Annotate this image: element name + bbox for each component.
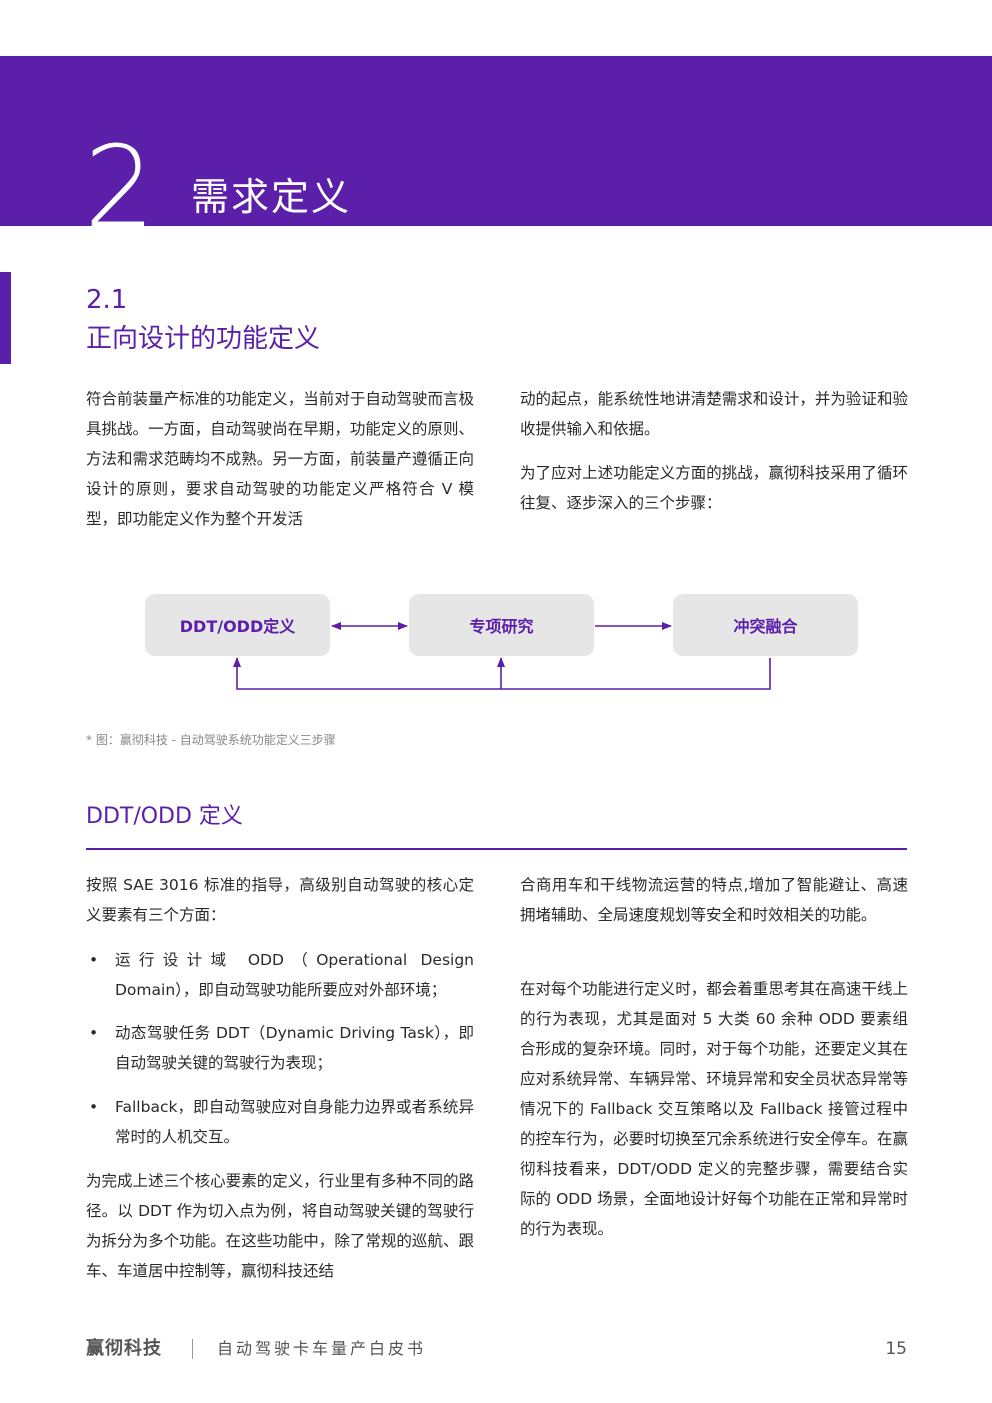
flow-step-research: 专项研究 (409, 594, 594, 656)
subsection-title: DDT/ODD 定义 (86, 804, 243, 829)
chapter-banner: 2 需求定义 (0, 56, 992, 244)
body-right-paragraph-1: 合商用车和干线物流运营的特点,增加了智能避让、高速拥堵辅助、全局速度规划等安全和… (520, 876, 908, 924)
flow-connectors (233, 622, 771, 690)
feedback-loop-arrow (233, 657, 771, 690)
section-number: 2.1 (86, 285, 128, 315)
footer-document-title: 自动驾驶卡车量产白皮书 (217, 1339, 427, 1358)
body-right-paragraph-2: 在对每个功能进行定义时，都会着重思考其在高速干线上的行为表现，尤其是面对 5 大… (520, 980, 908, 1238)
three-step-flow-diagram: DDT/ODD定义 专项研究 冲突融合 (0, 580, 992, 700)
bullet-marker: • (89, 951, 99, 969)
intro-paragraph-right-1: 动的起点，能系统性地讲清楚需求和设计，并为验证和验收提供输入和依据。 (520, 390, 908, 438)
section-marker-bar (0, 272, 11, 364)
chapter-title: 需求定义 (191, 175, 352, 219)
page-number: 15 (885, 1339, 907, 1359)
intro-paragraph-right-2: 为了应对上述功能定义方面的挑战，赢彻科技采用了循环往复、逐步深入的三个步骤： (520, 464, 908, 512)
body-left-intro: 按照 SAE 3016 标准的指导，高级别自动驾驶的核心定义要素有三个方面： (86, 876, 474, 924)
subsection-divider (86, 848, 907, 850)
section-title: 正向设计的功能定义 (86, 324, 321, 354)
footer-brand: 赢彻科技 (86, 1338, 162, 1359)
bullet-marker: • (89, 1098, 99, 1116)
intro-paragraph-left: 符合前装量产标准的功能定义，当前对于自动驾驶而言极具挑战。一方面，自动驾驶尚在早… (86, 390, 474, 528)
bullet-marker: • (89, 1024, 99, 1042)
footer-separator (192, 1339, 193, 1359)
flow-step-conflict-fusion: 冲突融合 (673, 594, 858, 656)
figure-caption: * 图：赢彻科技 - 自动驾驶系统功能定义三步骤 (86, 733, 336, 747)
bullet-item-odd: 运行设计域 ODD（Operational Design Domain），即自动… (115, 951, 474, 999)
body-left-outro: 为完成上述三个核心要素的定义，行业里有多种不同的路径。以 DDT 作为切入点为例… (86, 1172, 474, 1280)
chapter-number: 2 (84, 123, 156, 253)
flow-step-ddt-odd: DDT/ODD定义 (145, 594, 330, 656)
bullet-item-ddt: 动态驾驶任务 DDT（Dynamic Driving Task），即自动驾驶关键… (115, 1024, 474, 1072)
bullet-item-fallback: Fallback，即自动驾驶应对自身能力边界或者系统异常时的人机交互。 (115, 1098, 474, 1146)
